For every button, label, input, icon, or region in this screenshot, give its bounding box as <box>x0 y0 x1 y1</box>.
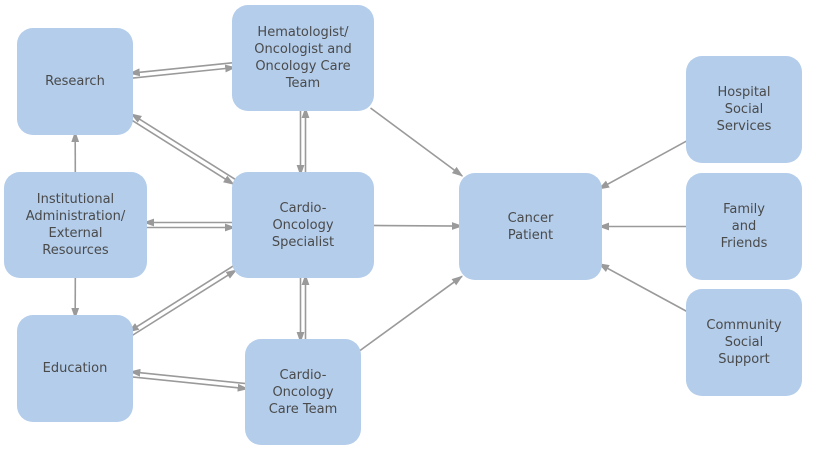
node-label: Hematologist/ Oncologist and Oncology Ca… <box>254 25 352 91</box>
node-label: Hospital Social Services <box>716 85 772 134</box>
node-hematologist-oncologist: Hematologist/ Oncologist and Oncology Ca… <box>232 5 374 111</box>
node-cancer-patient: Cancer Patient <box>459 173 602 280</box>
node-family-and-friends: Family and Friends <box>686 173 802 280</box>
node-label: Cardio- Oncology Specialist <box>271 200 335 250</box>
edge-education-to-careteam-forward-arrow <box>129 375 249 392</box>
edge-hemato-to-patient-arrow <box>370 107 464 177</box>
edge-research-to-hemato-forward-arrow <box>130 64 237 80</box>
edge-research-to-specialist-reverse-arrow <box>130 113 237 181</box>
node-cardio-oncology-care-team: Cardio- Oncology Care Team <box>245 339 361 445</box>
edge-education-to-specialist-reverse-arrow <box>127 265 235 333</box>
node-label: Cancer Patient <box>507 210 554 243</box>
edge-education-to-specialist-forward-arrow <box>130 269 238 337</box>
edge-education-to-careteam-reverse-arrow <box>129 368 249 385</box>
edge-research-to-specialist-forward-arrow <box>128 117 235 185</box>
node-research: Research <box>17 28 133 135</box>
node-community-social-support: Community Social Support <box>686 289 802 396</box>
edge-specialist-to-patient-arrow <box>370 222 464 230</box>
node-label: Cardio- Oncology Care Team <box>268 367 338 417</box>
edge-hospital-to-patient-arrow <box>598 138 690 190</box>
node-cardio-oncology-specialist: Cardio- Oncology Specialist <box>232 172 374 278</box>
node-hospital-social-services: Hospital Social Services <box>686 56 802 163</box>
node-label: Institutional Administration/ External R… <box>25 192 126 258</box>
edge-community-to-patient-arrow <box>598 263 690 314</box>
node-label: Community Social Support <box>706 318 782 367</box>
node-label: Family and Friends <box>720 202 768 251</box>
edge-careteam-to-patient-arrow <box>357 275 463 353</box>
node-label: Research <box>45 74 105 89</box>
node-education: Education <box>17 315 133 422</box>
node-institutional-administration: Institutional Administration/ External R… <box>4 172 147 278</box>
node-label: Education <box>42 361 108 376</box>
edge-research-to-hemato-reverse-arrow <box>128 61 235 77</box>
